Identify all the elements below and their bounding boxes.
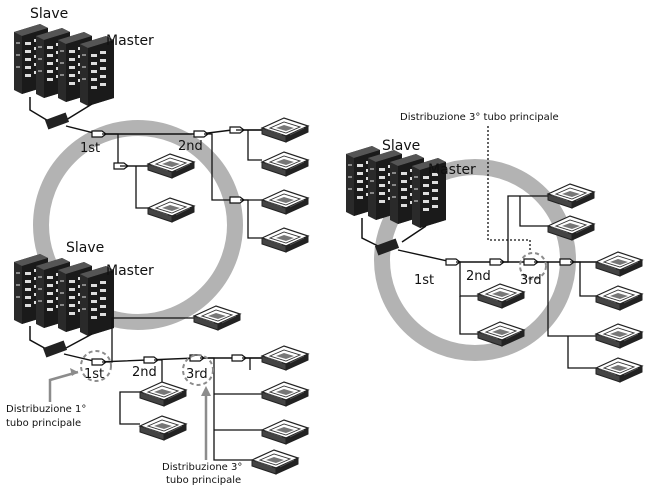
indoor-unit xyxy=(147,153,195,179)
indoor-unit xyxy=(147,197,195,223)
label-3rd-bottom: 3rd xyxy=(186,367,208,382)
left-top-system: Slave Master 1st 2nd xyxy=(14,6,309,330)
master-label: Master xyxy=(428,162,476,178)
label-2nd-bottom: 2nd xyxy=(132,365,157,380)
indoor-unit xyxy=(139,415,187,441)
indoor-unit xyxy=(193,305,241,331)
master-label: Master xyxy=(106,33,154,49)
dist-1st-note-line2: tubo principale xyxy=(6,418,81,429)
highlight-1st-branch xyxy=(80,350,112,382)
label-2nd-top: 2nd xyxy=(178,139,203,154)
indoor-unit xyxy=(261,381,309,407)
indoor-unit xyxy=(477,283,525,309)
dist-3rd-title: Distribuzione 3° tubo principale xyxy=(400,112,559,123)
highlight-3rd-branch xyxy=(182,354,214,386)
indoor-unit xyxy=(261,227,309,253)
header-pipe-right xyxy=(374,238,400,256)
header-pipe-top xyxy=(44,112,70,130)
master-label: Master xyxy=(106,263,154,279)
indoor-unit xyxy=(261,151,309,177)
indoor-unit xyxy=(595,251,643,277)
dist-3rd-note-line2: tubo principale xyxy=(166,475,241,486)
pipe-loop-ring-left xyxy=(33,120,243,330)
dist-3rd-note-line1: Distribuzione 3° xyxy=(162,462,242,473)
indoor-unit xyxy=(251,449,299,475)
left-bottom-system: Slave Master 1st 2nd 3rd Distribuzione 1… xyxy=(6,240,309,486)
label-2nd-right: 2nd xyxy=(466,269,491,284)
indoor-unit xyxy=(595,285,643,311)
slave-label: Slave xyxy=(30,6,68,22)
slave-label: Slave xyxy=(382,138,420,154)
indoor-unit xyxy=(595,357,643,383)
right-system: Slave Master Distribuzione 3° tubo princ… xyxy=(346,112,643,383)
label-1st-bottom: 1st xyxy=(84,367,104,382)
label-3rd-right: 3rd xyxy=(520,273,542,288)
indoor-unit xyxy=(261,189,309,215)
slave-label: Slave xyxy=(66,240,104,256)
indoor-unit xyxy=(139,381,187,407)
label-1st-top: 1st xyxy=(80,141,100,156)
header-pipe-bottom xyxy=(42,340,68,358)
dist-1st-note-line1: Distribuzione 1° xyxy=(6,404,86,415)
indoor-unit xyxy=(261,117,309,143)
label-1st-right: 1st xyxy=(414,273,434,288)
highlight-3rd-branch-right xyxy=(519,252,547,280)
indoor-unit xyxy=(261,419,309,445)
indoor-unit xyxy=(595,323,643,349)
indoor-unit xyxy=(261,345,309,371)
